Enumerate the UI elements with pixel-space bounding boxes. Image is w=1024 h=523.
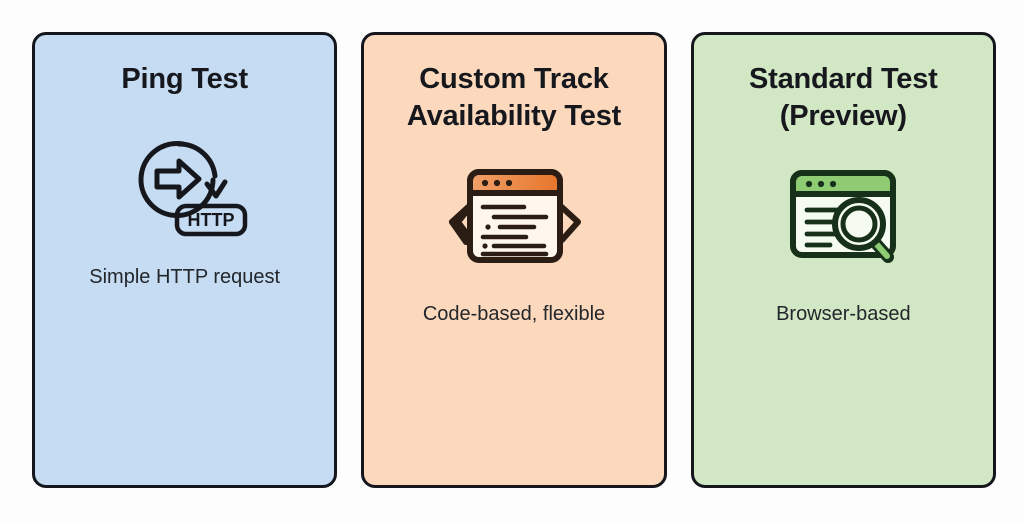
window-dot [806,181,813,188]
card-title-custom-track-availability-test: Custom Track Availability Test [373,61,654,135]
card-title-line-2: (Preview) [779,100,907,133]
card-standard-test-preview[interactable]: Standard Test (Preview) [690,32,996,488]
card-caption-custom-track-availability-test: Code-based, flexible [422,303,606,326]
card-ping-test[interactable]: Ping Test HTTP Simple HTTP request [32,32,338,488]
window-dot [481,180,489,187]
card-caption-standard-test-preview: Browser-based [776,303,911,326]
card-caption-ping-test: Simple HTTP request [89,266,281,289]
card-title-line-1: Standard Test [749,63,938,95]
card-title-standard-test-preview: Standard Test (Preview) [703,61,984,135]
card-title-line-1: Custom Track [419,63,609,95]
http-badge-label: HTTP [187,210,234,230]
card-title-line-1: Ping Test [121,63,248,95]
window-dot [830,181,837,188]
window-dot [493,180,501,187]
browser-search-icon [775,159,911,279]
window-dot [818,181,825,188]
card-title-line-2: Availability Test [406,100,622,133]
http-ping-loop-icon: HTTP [117,122,253,242]
card-custom-track-availability-test[interactable]: Custom Track Availability Test [361,32,667,488]
code-window-icon [434,159,594,279]
window-dot [505,180,513,187]
card-title-ping-test: Ping Test [44,61,325,98]
